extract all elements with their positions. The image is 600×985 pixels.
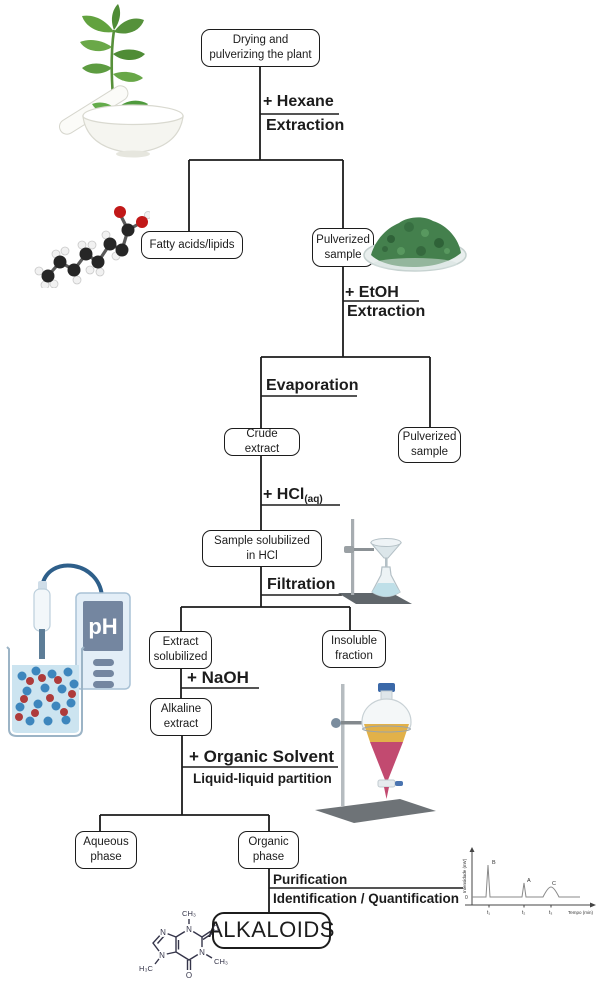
label-hexane-reagent: + Hexane [263, 93, 334, 110]
origin-label: 0 [465, 895, 468, 901]
n1-label: N [186, 925, 192, 934]
node-aqueous-phase: Aqueous phase [75, 831, 137, 869]
plant-image [80, 4, 145, 111]
node-extract-solubilized: Extract solubilized [149, 631, 212, 669]
node-insoluble-fraction: Insoluble fraction [322, 630, 386, 668]
label-liquid-liquid-partition: Liquid-liquid partition [193, 771, 332, 786]
label-hcl-reagent: + HCl(aq) [263, 486, 323, 505]
ph-meter-image: pH [6, 563, 131, 737]
label-evaporation: Evaporation [266, 377, 359, 394]
node-alkaline-extract: Alkaline extract [150, 698, 212, 736]
mortar-pestle-image [59, 85, 184, 158]
o2-label: O [213, 924, 219, 933]
label-organic-solvent-reagent: + Organic Solvent [189, 747, 335, 766]
tick-t2: t₂ [522, 910, 525, 916]
label-filtration: Filtration [267, 576, 336, 593]
filtration-setup-image [338, 519, 412, 604]
n9-label: N [159, 951, 165, 960]
tick-t1: t₁ [487, 910, 490, 916]
node-drying: Drying and pulverizing the plant [201, 29, 320, 67]
o6-label: O [186, 971, 192, 980]
label-identification-quantification: Identification / Quantification [273, 891, 460, 906]
label-hexane-process: Extraction [266, 117, 345, 134]
h3c-left-label: H₃C [139, 964, 153, 973]
caffeine-structure-image: N N N N O O CH₃ CH₃ H₃C [139, 909, 228, 980]
peak-b-label: B [492, 860, 496, 866]
node-organic-phase: Organic phase [238, 831, 299, 869]
n3-label: N [199, 948, 205, 957]
yaxis-label: Intensidade (mV) [462, 858, 467, 893]
hcl-subscript: (aq) [304, 494, 323, 505]
node-alkaloids: ALKALOIDS [208, 912, 334, 949]
label-etoh-process: Extraction [347, 303, 426, 320]
powder-sample-image [363, 217, 467, 272]
tick-t3: t₃ [549, 910, 552, 916]
chromatogram-image: B A C t₁ t₂ t₃ 0 Tempo (min) Intensidade… [462, 847, 596, 916]
node-crude-extract: Crude extract [224, 428, 300, 456]
fatty-acid-molecule-image [34, 206, 150, 288]
peak-a-label: A [527, 878, 531, 884]
separatory-funnel-image [315, 683, 436, 823]
label-purification: Purification [273, 872, 348, 887]
ch3-top-label: CH₃ [182, 909, 196, 918]
xaxis-label: Tempo (min) [568, 910, 594, 915]
ch3-right-label: CH₃ [214, 957, 228, 966]
label-naoh-reagent: + NaOH [187, 668, 249, 687]
peak-c-label: C [552, 881, 556, 887]
node-sample-solubilized-hcl: Sample solubilized in HCl [202, 530, 322, 567]
label-etoh-reagent: + EtOH [345, 284, 399, 301]
ph-screen-text: pH [88, 614, 117, 639]
node-fatty-acids: Fatty acids/lipids [141, 231, 243, 259]
n7-label: N [160, 928, 166, 937]
node-pulverized-sample-2: Pulverized sample [398, 427, 461, 463]
